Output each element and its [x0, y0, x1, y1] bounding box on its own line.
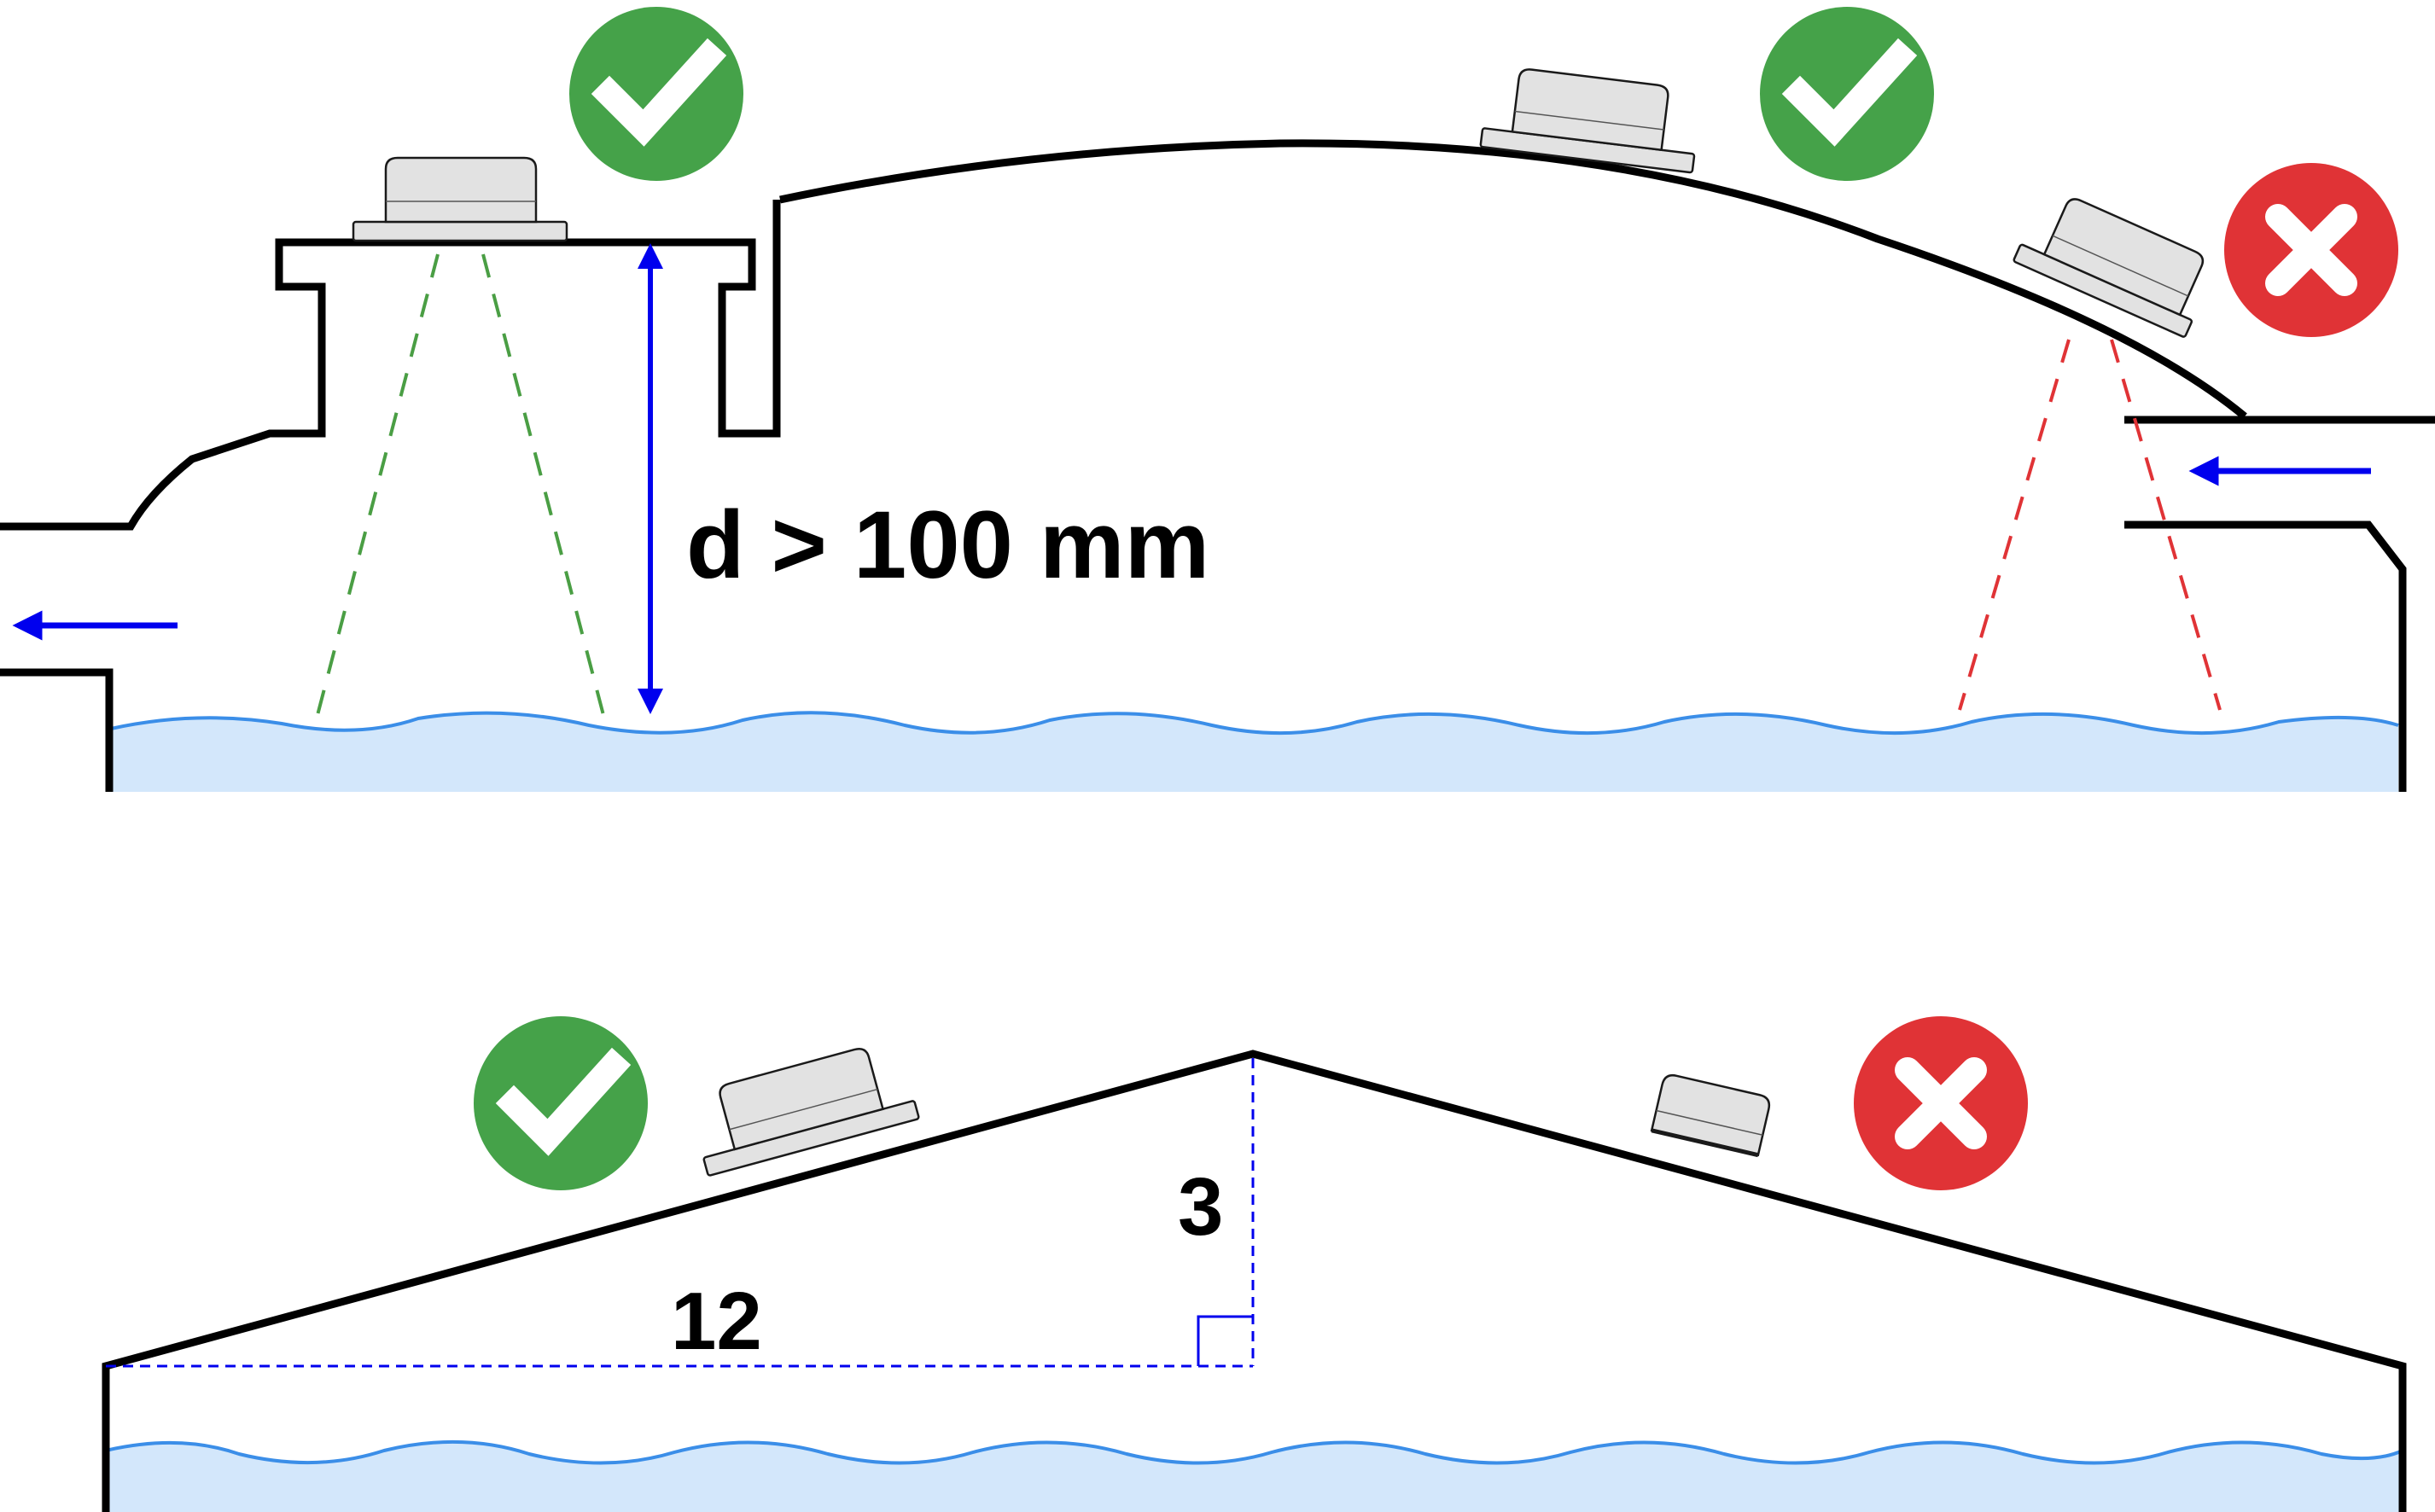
- beam-ok-right: [481, 253, 605, 716]
- top-water-surface: [111, 712, 2398, 792]
- sensor-gable-left: [702, 1047, 920, 1177]
- slope-rise-label: 3: [1178, 1161, 1223, 1253]
- cross-icon: [1854, 1016, 2028, 1190]
- gable-roof: [102, 1050, 2407, 1512]
- top-water-line: [110, 711, 2399, 736]
- right-inlet-pipe-bottom: [2124, 520, 2407, 792]
- bottom-tank: 12 3: [102, 1016, 2407, 1512]
- check-icon: [1760, 7, 1934, 181]
- bottom-water-surface: [106, 1441, 2403, 1512]
- beam-bad-right: [2110, 339, 2222, 711]
- bottom-water-line: [105, 1439, 2403, 1465]
- sensor-gable-right: [1650, 1074, 1771, 1158]
- arched-roof: [779, 139, 2247, 420]
- sensor-arch-top: [1479, 68, 1696, 174]
- left-outlet-pipe: [0, 200, 781, 531]
- beam-ok-left: [316, 253, 440, 716]
- sensor-arch-slope: [2013, 198, 2205, 338]
- sensor-hatch: [352, 156, 568, 242]
- distance-label: d > 100 mm: [686, 491, 1209, 598]
- beam-bad-left: [1958, 339, 2071, 711]
- top-tank: d > 100 mm: [0, 7, 2435, 792]
- right-angle-marker: [1197, 1315, 1253, 1366]
- cross-icon: [2224, 163, 2398, 337]
- check-icon: [569, 7, 743, 181]
- check-icon: [474, 1016, 648, 1190]
- slope-run-label: 12: [671, 1276, 762, 1367]
- left-tank-wall: [0, 668, 114, 792]
